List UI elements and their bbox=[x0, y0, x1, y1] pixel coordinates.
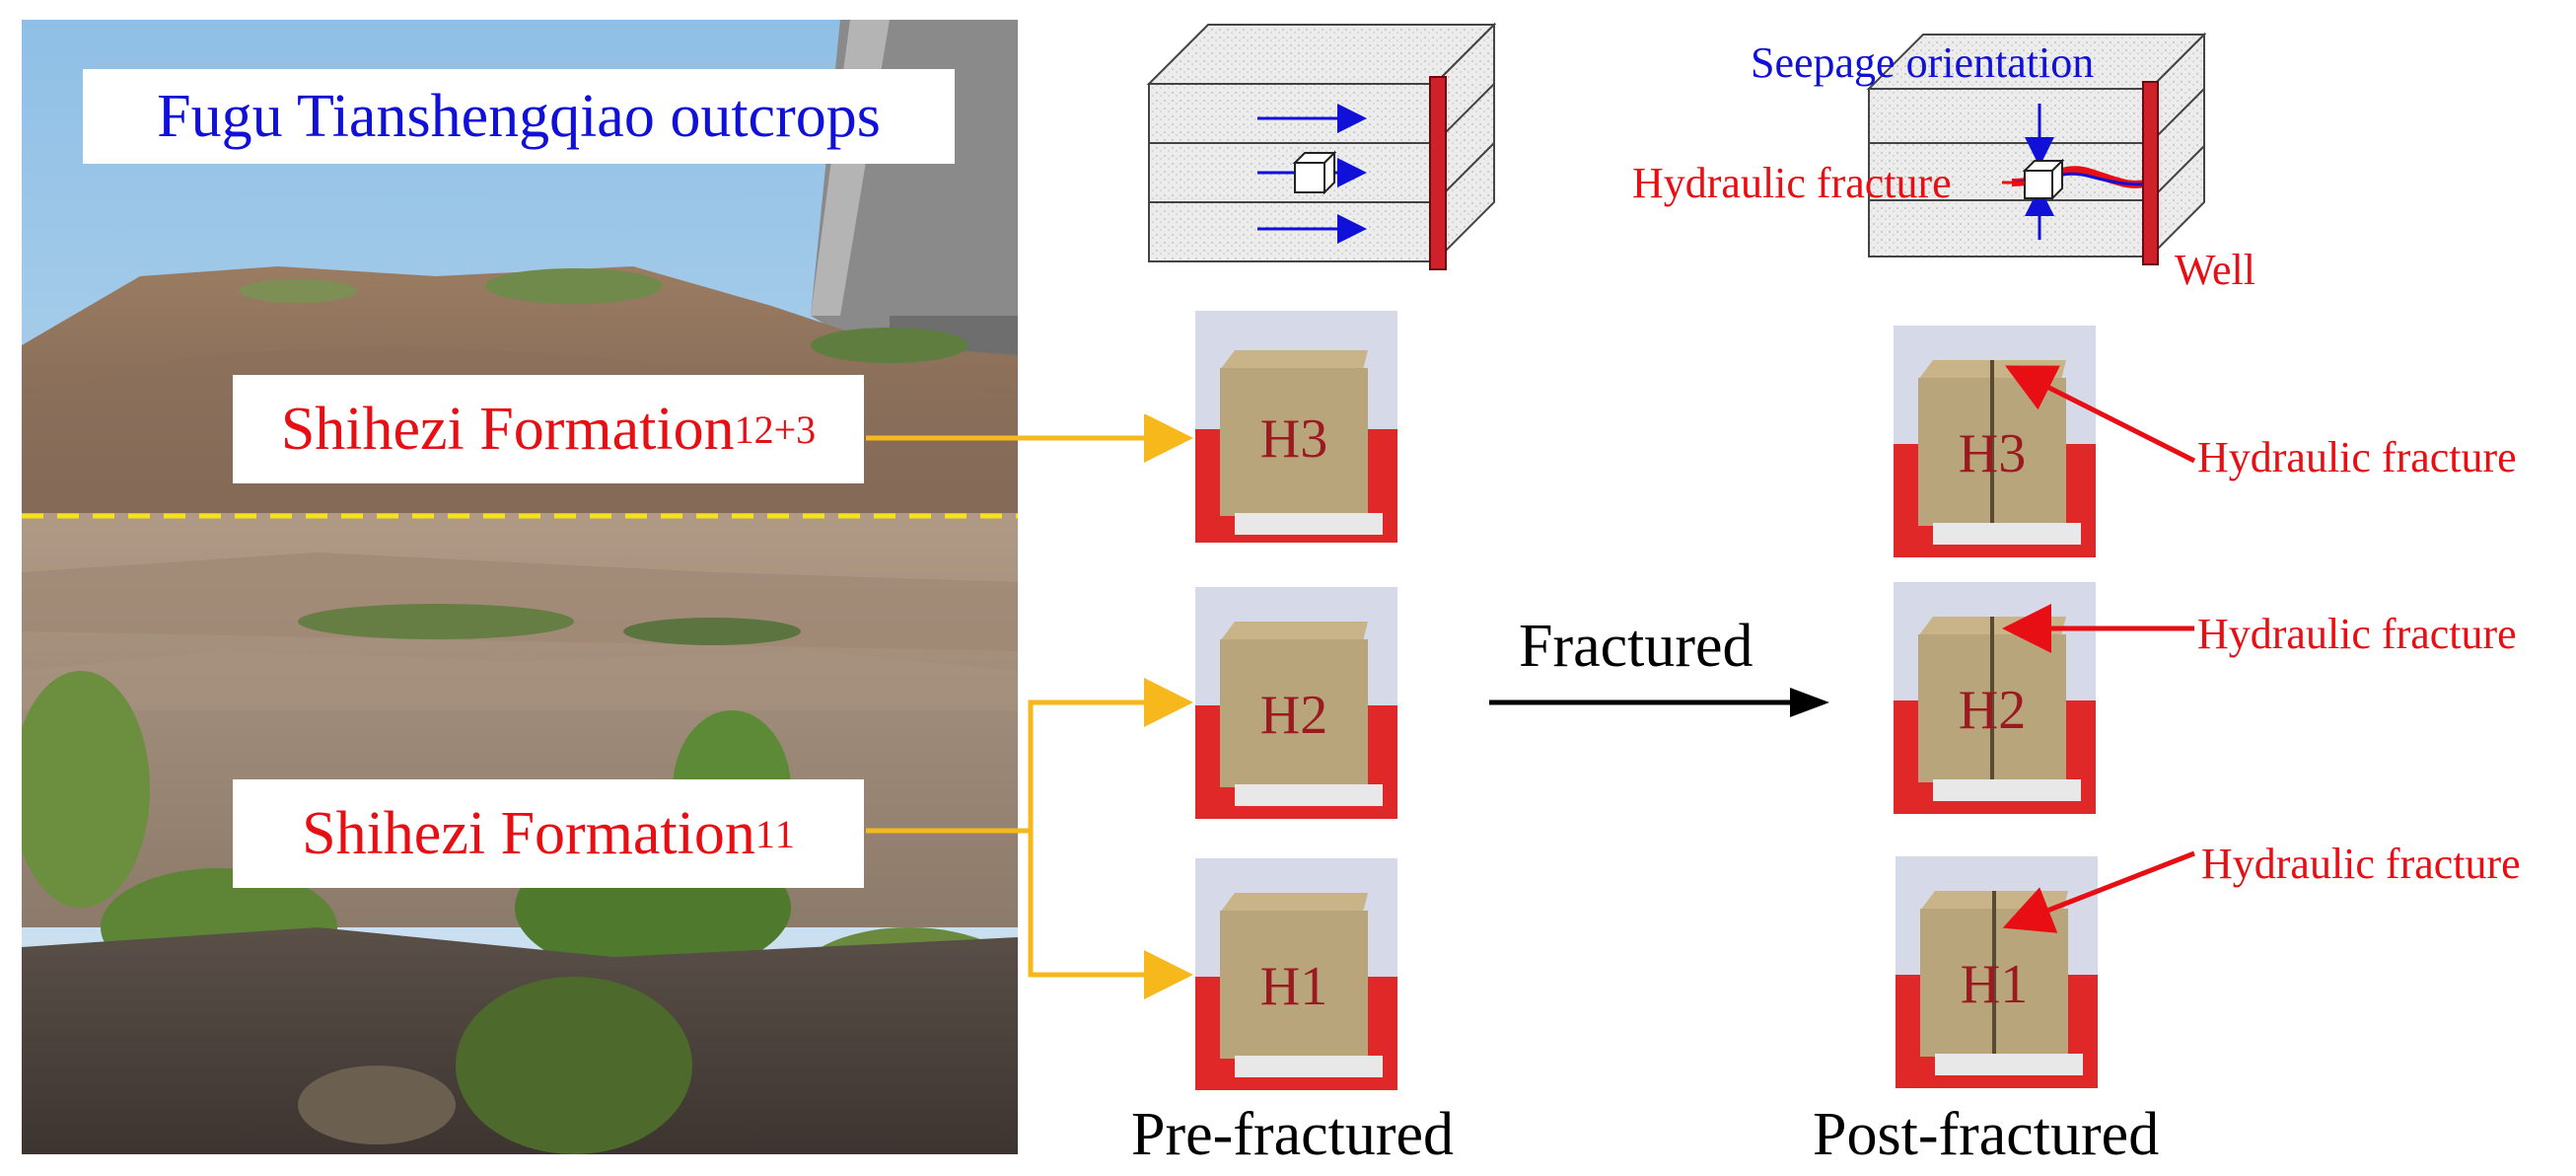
formation-boundary-line bbox=[22, 513, 1018, 519]
fracture-annotation-1: Hydraulic fracture bbox=[2197, 433, 2517, 481]
process-label: Fractured bbox=[1519, 613, 1753, 680]
schematic-fracture-label: Hydraulic fracture bbox=[1632, 159, 1952, 207]
sample-pre-h3: H3 bbox=[1195, 311, 1397, 543]
sample-post-h2: H2 bbox=[1894, 582, 2096, 814]
sample-pre-h2: H2 bbox=[1195, 587, 1397, 819]
formation-lower-sup: 1 bbox=[774, 811, 795, 856]
seepage-orientation-label: Seepage orientation bbox=[1751, 38, 2095, 87]
well-bar-pre bbox=[1429, 76, 1447, 270]
formation-upper-base: Shihezi Formation bbox=[280, 395, 735, 463]
schematic-pre bbox=[1146, 22, 1497, 270]
formation-upper-sub: 1 bbox=[734, 406, 754, 452]
schematic-post bbox=[1866, 32, 2207, 265]
caption-post: Post-fractured bbox=[1813, 1101, 2160, 1168]
sample-post-h1: H1 bbox=[1896, 856, 2098, 1088]
outcrop-title-text: Fugu Tianshengqiao outcrops bbox=[157, 82, 881, 150]
well-bar-post bbox=[2142, 81, 2159, 265]
outcrop-title: Fugu Tianshengqiao outcrops bbox=[83, 69, 955, 164]
sample-post-h2-id: H2 bbox=[1959, 680, 2026, 741]
sample-pre-h3-id: H3 bbox=[1260, 408, 1327, 470]
fracture-annotation-3: Hydraulic fracture bbox=[2201, 840, 2521, 888]
fracture-annotation-2: Hydraulic fracture bbox=[2197, 610, 2517, 658]
sample-pre-h1: H1 bbox=[1195, 858, 1397, 1090]
connector-h2 bbox=[866, 678, 1193, 834]
sample-post-h1-id: H1 bbox=[1961, 954, 2028, 1015]
formation-lower-sub: 1 bbox=[754, 811, 775, 856]
formation-lower-base: Shihezi Formation bbox=[302, 799, 755, 867]
well-label: Well bbox=[2175, 246, 2255, 294]
connector-arrows bbox=[866, 414, 1193, 999]
connector-h1 bbox=[1028, 831, 1193, 999]
caption-pre: Pre-fractured bbox=[1131, 1101, 1455, 1168]
fracture-annotation-arrows bbox=[2002, 365, 2196, 933]
sample-post-h3-id: H3 bbox=[1959, 423, 2026, 484]
formation-upper-sup: 2+3 bbox=[753, 406, 817, 452]
sample-pre-h1-id: H1 bbox=[1260, 956, 1327, 1017]
process-arrow bbox=[1489, 688, 1829, 717]
sample-pre-h2-id: H2 bbox=[1260, 685, 1327, 746]
